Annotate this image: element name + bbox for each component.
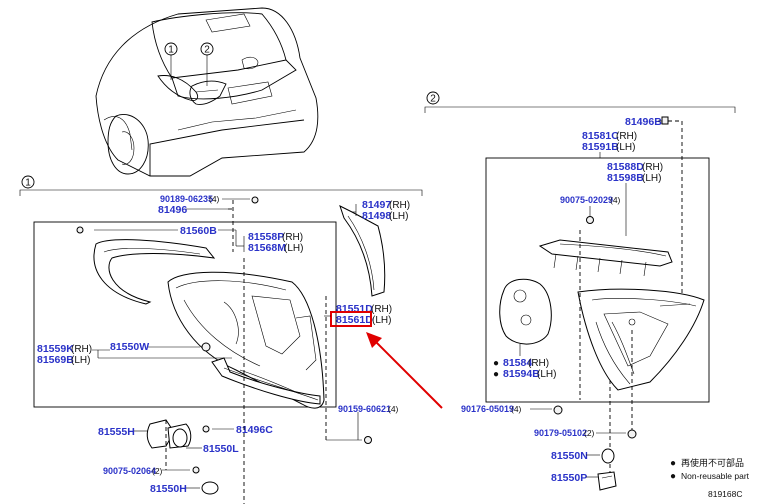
screw-part-90179 [627, 429, 637, 439]
label-81569b[interactable]: 81569B [37, 354, 74, 366]
callout-2-section: 2 [426, 91, 440, 105]
label-90075-02064[interactable]: 90075-02064 [103, 466, 156, 476]
section-1: 1 90189-06235 (4) 81496 81560B 81558P (R… [19, 175, 443, 504]
side-81598b: (LH) [642, 173, 661, 184]
label-81496[interactable]: 81496 [158, 204, 187, 216]
side-81498: (LH) [389, 211, 408, 222]
reflector-strip-part [538, 239, 673, 277]
label-81588d[interactable]: 81588D [607, 161, 644, 173]
side-81594b: (LH) [537, 369, 556, 380]
callout-2-top: 2 [200, 42, 214, 86]
label-81560b[interactable]: 81560B [180, 225, 217, 237]
highlight-box-81561d [330, 311, 372, 327]
qty-90159: (4) [388, 404, 399, 414]
label-81561d[interactable]: 81561D [336, 314, 373, 326]
svg-text:1: 1 [168, 45, 174, 56]
label-90189-06235[interactable]: 90189-06235 [160, 194, 213, 204]
label-81584[interactable]: 81584 [503, 357, 532, 369]
callout-1-section: 1 [21, 175, 35, 189]
label-81498[interactable]: 81498 [362, 210, 391, 222]
side-81551d: (RH) [371, 304, 392, 315]
legend-nonreusable-en: Non-reusable part [681, 471, 750, 481]
socket-part-81550w [201, 342, 211, 352]
legend-nonreusable-cn: 再使用不可部品 [681, 457, 744, 469]
label-81550w[interactable]: 81550W [110, 341, 149, 353]
side-cover-part [339, 205, 386, 297]
tail-lamp-part [167, 271, 325, 409]
diagram-number: 819168C [708, 489, 743, 499]
qty-90176: (4) [511, 404, 522, 414]
clip-part-81496b [661, 116, 669, 125]
svg-text:1: 1 [25, 178, 31, 189]
bulb-part-81550h [201, 481, 219, 495]
label-81568m[interactable]: 81568M [248, 242, 286, 254]
screw-part-90075-02029 [586, 216, 594, 224]
qty-90189: (4) [209, 194, 220, 204]
nut-part-90176 [553, 405, 563, 415]
side-81588d: (RH) [642, 162, 663, 173]
gasket-strip-part [93, 239, 216, 305]
legend-bullet-cn: ● [670, 458, 676, 469]
legend-bullet-en: ● [670, 471, 676, 482]
vehicle-rear-illustration [95, 7, 319, 177]
label-81591b[interactable]: 81591B [582, 141, 619, 153]
svg-text:2: 2 [204, 45, 210, 56]
label-81550n[interactable]: 81550N [551, 450, 588, 462]
lamp-gasket-part [499, 278, 552, 345]
nonreusable-mark-81594b: ● [493, 369, 499, 380]
callout-1-top: 1 [164, 42, 178, 80]
side-81558p: (RH) [282, 232, 303, 243]
label-81594b[interactable]: 81594B [503, 368, 540, 380]
bulb-part-81550n [601, 448, 615, 464]
label-81550h[interactable]: 81550H [150, 483, 187, 495]
label-90176-05019[interactable]: 90176-05019 [461, 404, 514, 414]
section-2: 2 81496B 81581C (RH) 81591B (LH) 81588D … [424, 91, 736, 491]
side-81581c: (RH) [616, 131, 637, 142]
screw-part-90075-02064 [192, 466, 200, 474]
svg-text:2: 2 [430, 94, 436, 105]
label-81497[interactable]: 81497 [362, 199, 391, 211]
assembly-box-right [485, 157, 710, 403]
label-90075-02029[interactable]: 90075-02029 [560, 195, 613, 205]
side-81497: (RH) [389, 200, 410, 211]
qty-90179: (2) [584, 428, 595, 438]
nut-part-90159 [364, 436, 372, 444]
red-arrow-pointer [366, 332, 443, 409]
legend: ● 再使用不可部品 ● Non-reusable part [670, 457, 750, 482]
nonreusable-mark-81584: ● [493, 358, 499, 369]
label-81496b[interactable]: 81496B [625, 116, 662, 128]
label-81559k[interactable]: 81559K [37, 343, 74, 355]
label-81558p[interactable]: 81558P [248, 231, 284, 243]
label-90179-05102[interactable]: 90179-05102 [534, 428, 587, 438]
side-81559k: (RH) [71, 344, 92, 355]
harness-strip-part [211, 357, 321, 405]
rear-lamp-part [577, 288, 705, 391]
label-90159-60621[interactable]: 90159-60621 [338, 404, 391, 414]
clip-part-81560b [76, 226, 84, 234]
clip-part-81496c [202, 425, 210, 433]
side-81568m: (LH) [284, 243, 303, 254]
bulb-part-81550l [172, 428, 188, 448]
label-81550p[interactable]: 81550P [551, 472, 587, 484]
side-81569b: (LH) [71, 355, 90, 366]
side-81591b: (LH) [616, 142, 635, 153]
label-81581c[interactable]: 81581C [582, 130, 619, 142]
bolt-screw-part [251, 196, 259, 204]
side-81561d: (LH) [372, 315, 391, 326]
qty-90075-02029: (4) [610, 195, 621, 205]
assembly-box-left [33, 221, 337, 408]
label-81598b[interactable]: 81598B [607, 172, 644, 184]
label-81550l[interactable]: 81550L [203, 443, 239, 455]
socket-part-81550p [597, 471, 617, 491]
side-81584: (RH) [528, 358, 549, 369]
qty-90075-02064: (2) [152, 466, 163, 476]
label-81555h[interactable]: 81555H [98, 426, 135, 438]
label-81496c[interactable]: 81496C [236, 424, 273, 436]
